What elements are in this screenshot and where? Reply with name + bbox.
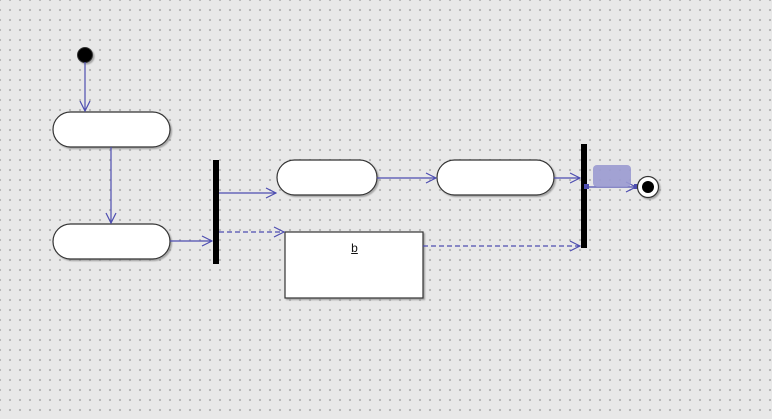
initial-node[interactable] [77,47,93,63]
selection-end-handle-end[interactable] [634,184,639,189]
final-node-inner [642,181,654,193]
selection-end-handle-start[interactable] [584,184,589,189]
action-node-1[interactable] [52,111,171,148]
object-node-label: b [351,241,358,255]
object-node-b[interactable] [284,231,424,299]
join-bar[interactable] [581,144,587,248]
action-node-4[interactable] [436,159,555,196]
selection-handle[interactable] [593,165,631,187]
fork-bar[interactable] [213,160,219,264]
action-node-2[interactable] [52,223,171,260]
action-node-3[interactable] [276,159,378,196]
